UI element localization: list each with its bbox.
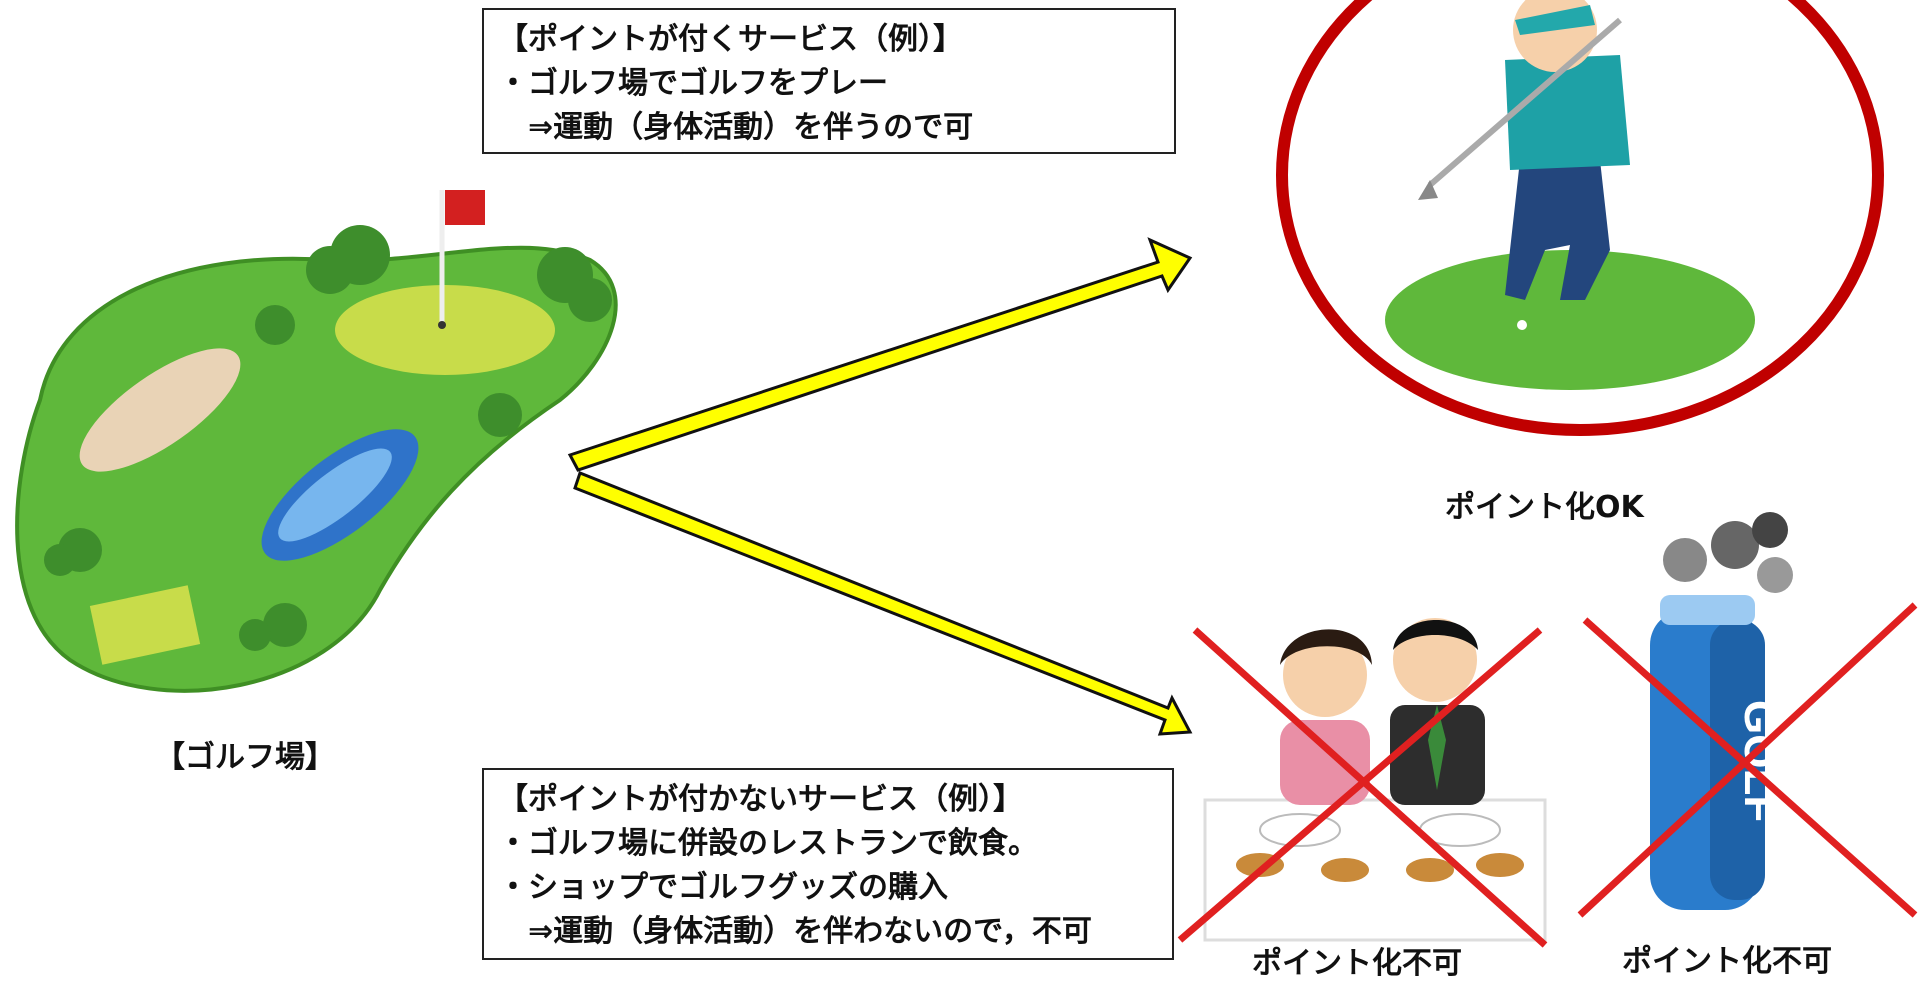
arrow-to-ok	[567, 237, 1193, 472]
golf-course-illustration	[15, 190, 618, 693]
ng-shop-label: ポイント化不可	[1622, 944, 1832, 979]
ineligible-services-box: 【ポイントが付かないサービス（例）】 ・ゴルフ場に併設のレストランで飲食。 ・シ…	[482, 768, 1174, 960]
ok-label: ポイント化OK	[1445, 490, 1644, 525]
ineligible-services-line: ・ショップでゴルフグッズの購入	[498, 870, 948, 905]
ineligible-services-line: ⇒運動（身体活動）を伴わないので，不可	[498, 914, 1092, 949]
cross-restaurant	[1177, 627, 1548, 948]
eligible-services-box: 【ポイントが付くサービス（例）】 ・ゴルフ場でゴルフをプレー ⇒運動（身体活動）…	[482, 8, 1176, 154]
ng-restaurant-label: ポイント化不可	[1252, 946, 1462, 981]
golf-course-label: 【ゴルフ場】	[155, 740, 335, 775]
eligible-services-title: 【ポイントが付くサービス（例）】	[498, 22, 963, 57]
golfer-illustration	[1385, 0, 1755, 390]
flag-icon	[445, 190, 485, 225]
eligible-services-line: ⇒運動（身体活動）を伴うので可	[498, 110, 974, 145]
cross-shop	[1577, 602, 1918, 918]
arrow-to-ng	[573, 471, 1193, 736]
ineligible-services-title: 【ポイントが付かないサービス（例）】	[498, 782, 1023, 817]
eligible-services-line: ・ゴルフ場でゴルフをプレー	[498, 66, 888, 101]
ok-circle	[1276, 0, 1884, 436]
golf-bag-illustration: GOLF	[1650, 512, 1793, 910]
ineligible-services-line: ・ゴルフ場に併設のレストランで飲食。	[498, 826, 1038, 861]
